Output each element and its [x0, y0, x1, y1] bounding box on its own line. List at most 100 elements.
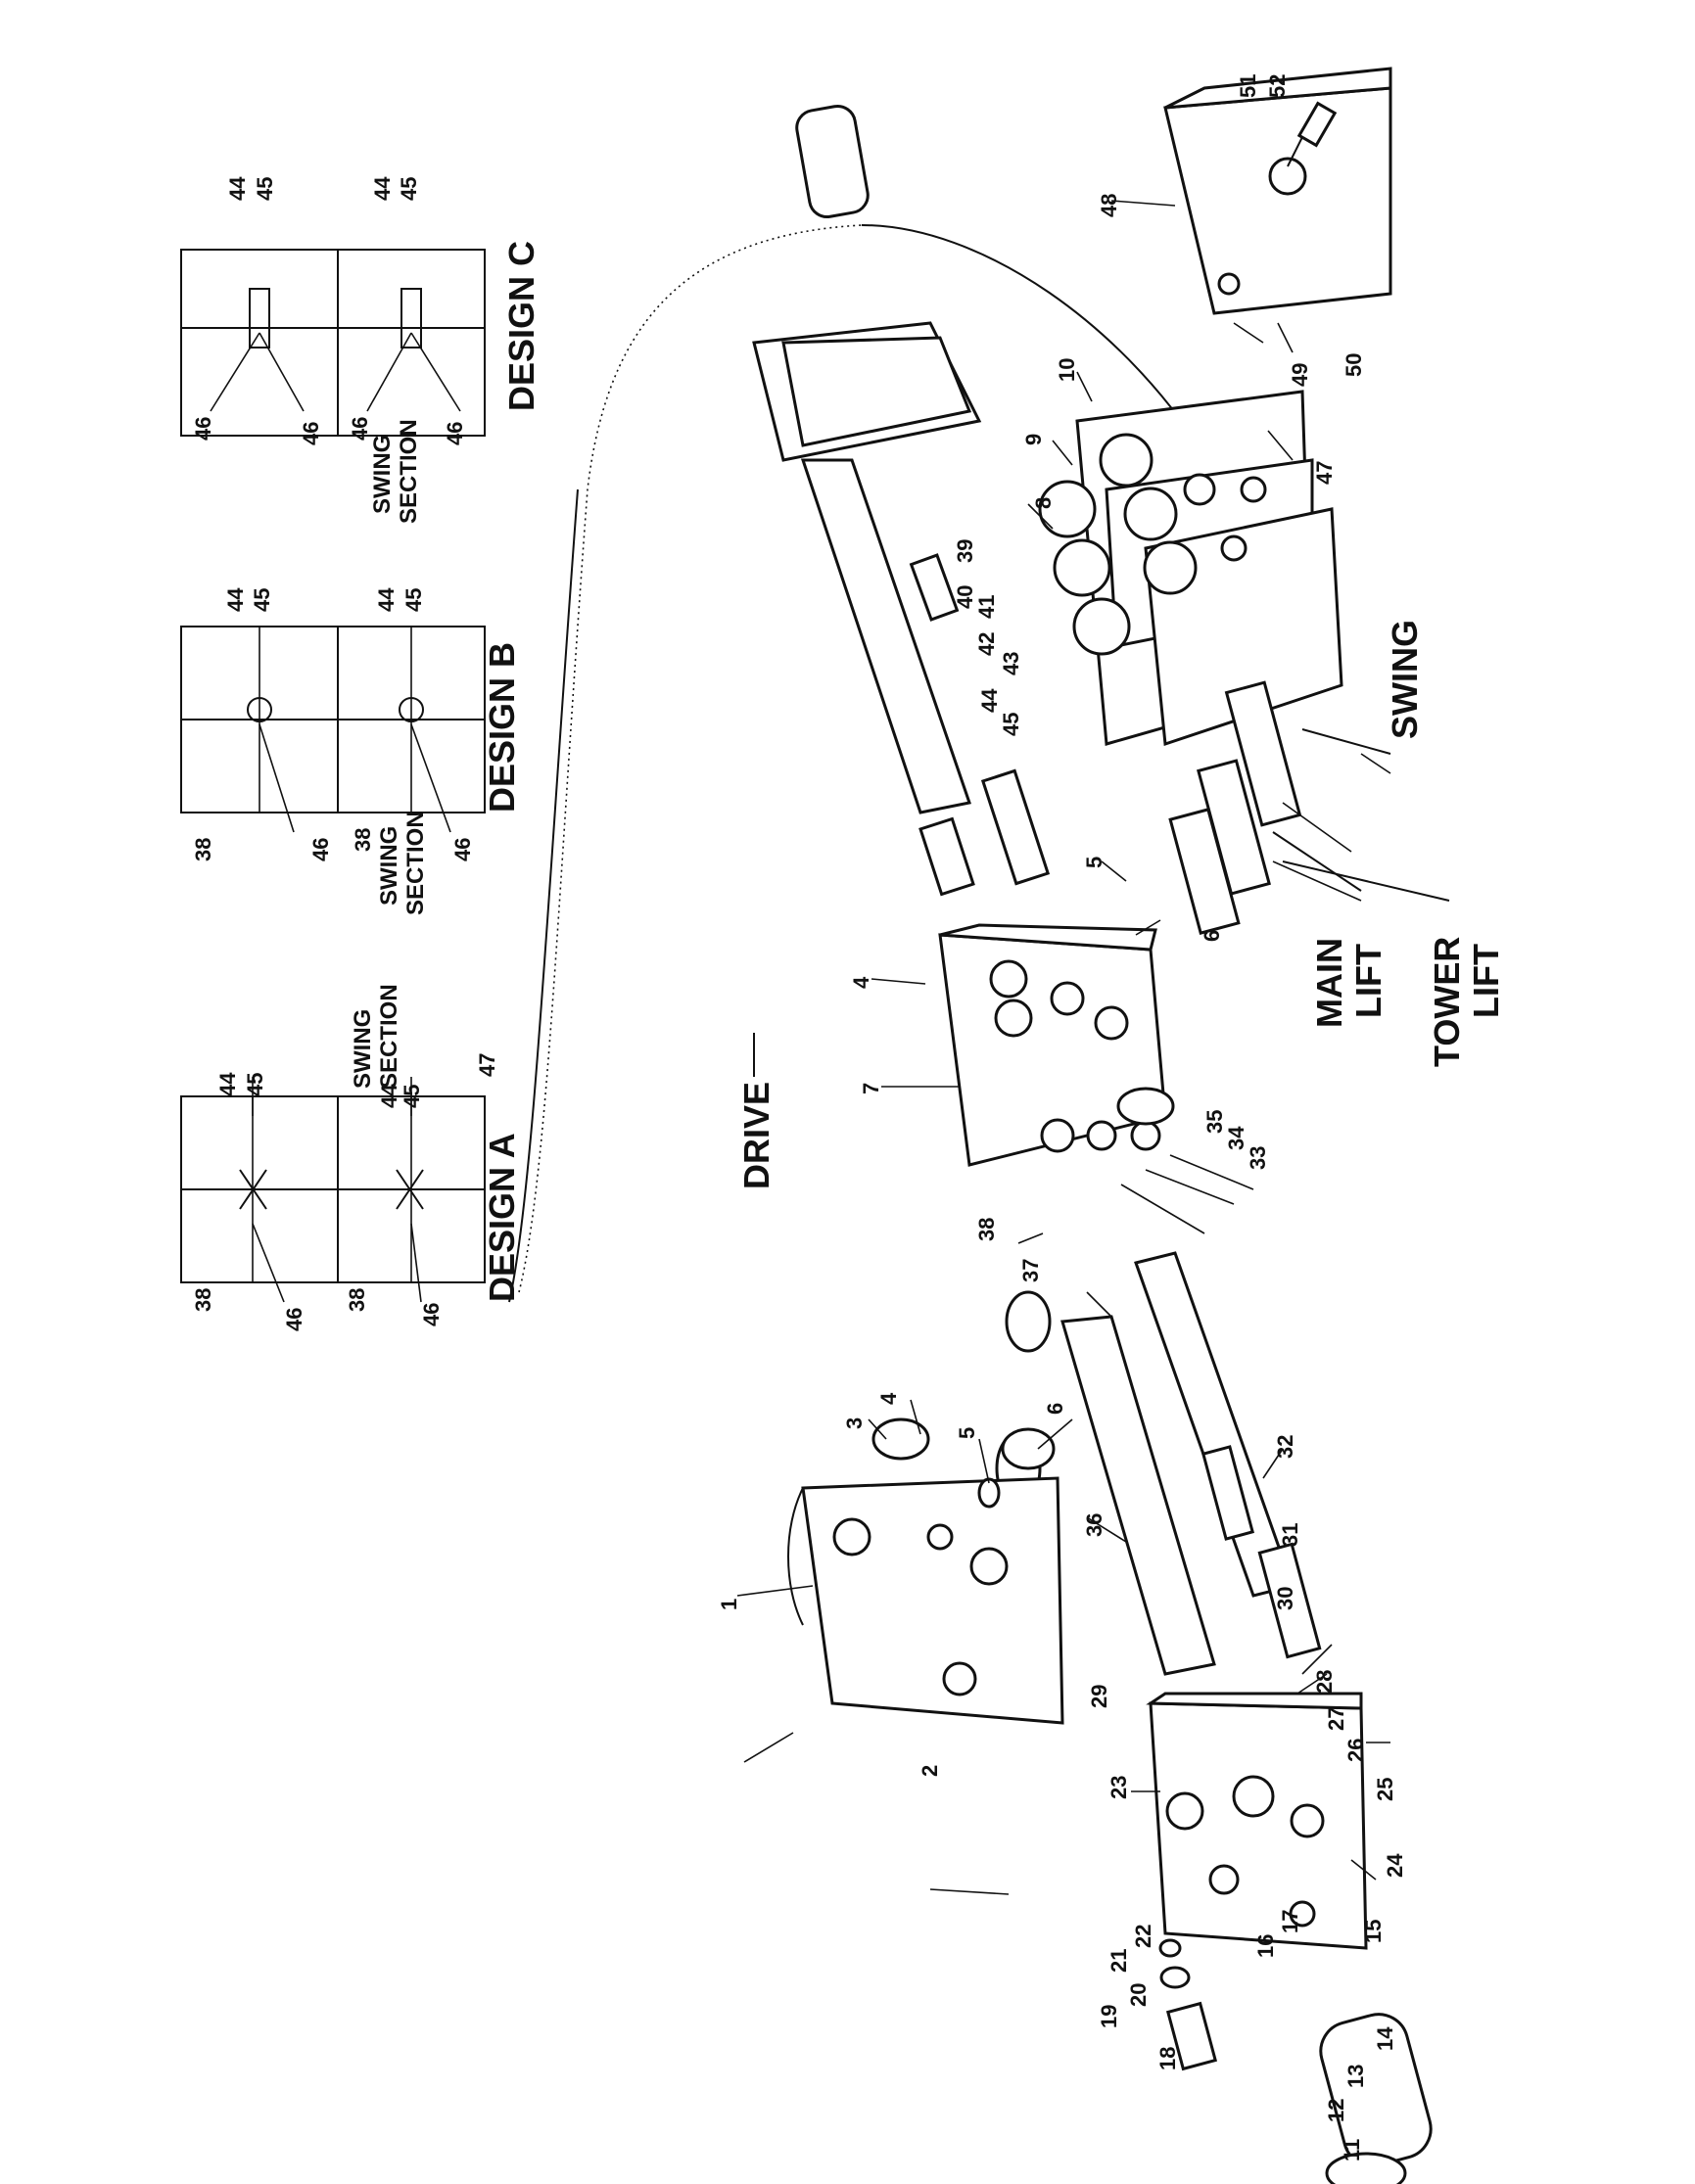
- svg-text:44: 44: [374, 587, 399, 612]
- callout-30: 30: [1273, 1587, 1297, 1610]
- design-a-title: DESIGN A: [482, 1133, 522, 1302]
- callout-48: 48: [1097, 194, 1121, 217]
- callout-24: 24: [1383, 1853, 1407, 1878]
- design-c-detail: [180, 249, 486, 437]
- svg-text:46: 46: [191, 417, 215, 441]
- callout-47: 47: [1312, 461, 1337, 485]
- callout-10: 10: [1055, 358, 1079, 382]
- label-tower-lift-1: TOWER: [1427, 937, 1467, 1067]
- callout-26: 26: [1343, 1739, 1368, 1762]
- design-pointer-curve: [518, 224, 863, 1293]
- callout-25: 25: [1373, 1778, 1397, 1801]
- callout-15: 15: [1361, 1920, 1386, 1943]
- callout-28: 28: [1312, 1670, 1337, 1694]
- callout-13: 13: [1343, 2065, 1368, 2088]
- callout-42: 42: [974, 632, 999, 656]
- callout-17: 17: [1278, 1910, 1302, 1933]
- svg-text:45: 45: [401, 588, 426, 612]
- svg-text:SWING: SWING: [369, 435, 396, 514]
- filter-canister: [1319, 2013, 1433, 2184]
- callout-35: 35: [1202, 1110, 1227, 1134]
- callout-18: 18: [1155, 2047, 1180, 2070]
- callout-9: 9: [1021, 434, 1046, 445]
- callout-23: 23: [1106, 1776, 1131, 1799]
- design-a-detail: [180, 1077, 486, 1303]
- callout-16: 16: [1253, 1934, 1278, 1958]
- design-a-labels: DESIGN A 44 45 38 46 SWING SECTION 44 45…: [191, 984, 522, 1331]
- design-c-labels: DESIGN C 44 45 46 46 44 45 46 SWING SECT…: [191, 176, 541, 524]
- callout-3: 3: [842, 1417, 867, 1429]
- svg-text:46: 46: [419, 1303, 444, 1326]
- callout-11: 11: [1340, 2139, 1364, 2161]
- svg-text:45: 45: [243, 1073, 267, 1096]
- spool-strips: [800, 458, 1295, 1676]
- drive-section: [938, 923, 1167, 1167]
- label-main-lift-2: LIFT: [1348, 944, 1389, 1018]
- label-swing: SWING: [1385, 620, 1425, 739]
- svg-text:SECTION: SECTION: [376, 984, 402, 1089]
- callout-50: 50: [1342, 353, 1366, 377]
- callout-1: 1: [717, 1599, 741, 1610]
- svg-text:46: 46: [282, 1308, 306, 1331]
- callout-38: 38: [974, 1218, 999, 1241]
- callout-22: 22: [1131, 1925, 1155, 1948]
- design-c-title: DESIGN C: [501, 241, 541, 411]
- svg-text:45: 45: [250, 588, 274, 612]
- svg-text:SWING: SWING: [376, 826, 402, 906]
- callout-19: 19: [1097, 2005, 1121, 2028]
- callout-44: 44: [977, 688, 1002, 713]
- callout-27: 27: [1324, 1707, 1348, 1731]
- design-b-title: DESIGN B: [482, 642, 522, 813]
- callout-33: 33: [1246, 1146, 1270, 1170]
- label-main-lift-1: MAIN: [1309, 938, 1349, 1028]
- callout-45: 45: [999, 713, 1023, 736]
- fitting-stack: [1158, 1938, 1218, 2071]
- svg-text:44: 44: [223, 587, 248, 612]
- callout-21: 21: [1106, 1949, 1131, 1973]
- spool-ends: [1168, 680, 1302, 935]
- svg-text:46: 46: [443, 422, 467, 445]
- callout-6b: 6: [1200, 930, 1224, 942]
- callout-32: 32: [1273, 1435, 1297, 1459]
- svg-text:46: 46: [348, 417, 372, 441]
- callout-31: 31: [1278, 1523, 1302, 1547]
- callout-40: 40: [953, 585, 977, 609]
- callout-2: 2: [918, 1765, 942, 1777]
- label-drive: DRIVE: [736, 1082, 777, 1189]
- callout-5b: 5: [1082, 857, 1106, 868]
- callout-4: 4: [876, 1392, 901, 1405]
- callout-29: 29: [1087, 1685, 1111, 1708]
- inlet-cover: [1163, 67, 1392, 315]
- svg-text:38: 38: [191, 838, 215, 861]
- svg-text:45: 45: [253, 177, 277, 201]
- callout-52: 52: [1265, 74, 1290, 98]
- callout-7: 7: [859, 1083, 883, 1094]
- svg-text:44: 44: [370, 176, 395, 201]
- callout-36: 36: [1082, 1513, 1106, 1537]
- svg-text:46: 46: [450, 838, 475, 861]
- svg-text:SECTION: SECTION: [402, 811, 429, 915]
- callout-49: 49: [1288, 363, 1312, 387]
- ports: [1038, 433, 1198, 656]
- svg-text:SWING: SWING: [350, 1009, 376, 1089]
- svg-text:SECTION: SECTION: [396, 419, 422, 524]
- callout-20: 20: [1126, 1983, 1151, 2007]
- callout-34: 34: [1224, 1126, 1248, 1150]
- design-b-labels: DESIGN B 44 45 38 46 44 45 38 SWING SECT…: [191, 587, 522, 915]
- svg-text:46: 46: [308, 838, 333, 861]
- relief-housing: [1146, 1692, 1368, 1950]
- callout-41: 41: [974, 595, 999, 619]
- svg-text:44: 44: [225, 176, 250, 201]
- end-cap: [787, 1417, 1064, 1725]
- svg-text:47: 47: [475, 1053, 499, 1077]
- svg-text:46: 46: [299, 422, 323, 445]
- svg-text:45: 45: [397, 177, 421, 201]
- callout-6: 6: [1043, 1403, 1067, 1415]
- section-labels: DRIVE SWING MAIN LIFT TOWER LIFT: [736, 620, 1506, 1189]
- callout-8: 8: [1031, 497, 1056, 509]
- callout-5: 5: [955, 1427, 979, 1439]
- callout-4b: 4: [849, 976, 873, 989]
- svg-text:38: 38: [351, 828, 375, 852]
- valve-stack: [1038, 390, 1343, 747]
